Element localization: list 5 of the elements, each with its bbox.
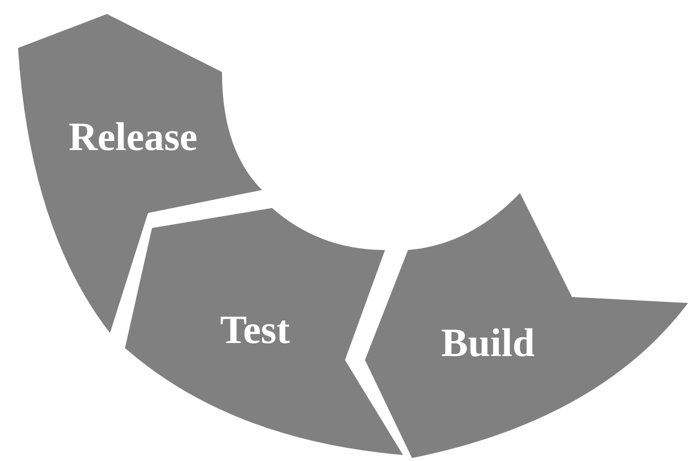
- arc-segment-shape: [365, 193, 688, 458]
- segment-label: Test: [220, 310, 290, 350]
- arc-segment-shape: [125, 208, 403, 455]
- segment-label: Release: [68, 117, 198, 157]
- segment-label: Build: [441, 323, 535, 363]
